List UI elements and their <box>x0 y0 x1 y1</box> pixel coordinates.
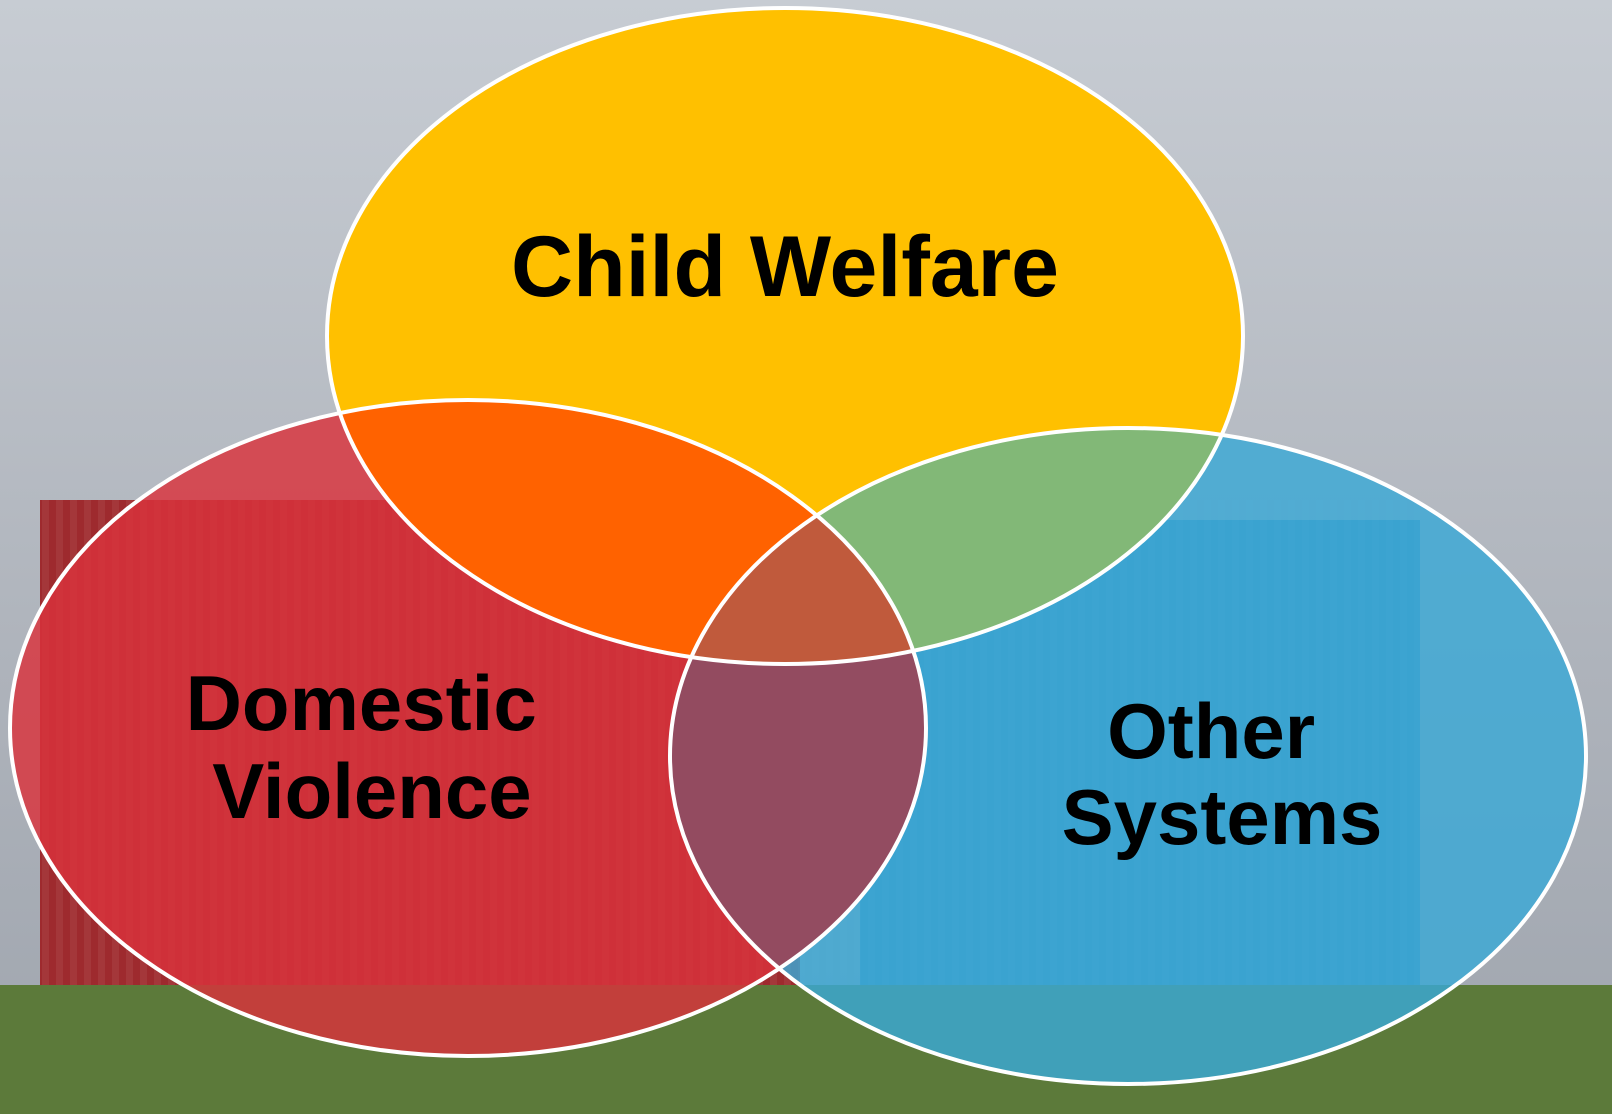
domestic-violence-label-line-2: Violence <box>212 747 531 835</box>
child-welfare-label-line: Child Welfare <box>511 219 1059 315</box>
other-systems-label-line-1: Other <box>1107 687 1315 775</box>
other-systems-label: Other Systems <box>1062 687 1383 861</box>
other-systems-label-line-2: Systems <box>1062 773 1383 861</box>
domestic-violence-label: Domestic Violence <box>186 659 559 835</box>
child-welfare-label: Child Welfare <box>511 219 1059 315</box>
domestic-violence-label-line-1: Domestic <box>186 659 537 747</box>
